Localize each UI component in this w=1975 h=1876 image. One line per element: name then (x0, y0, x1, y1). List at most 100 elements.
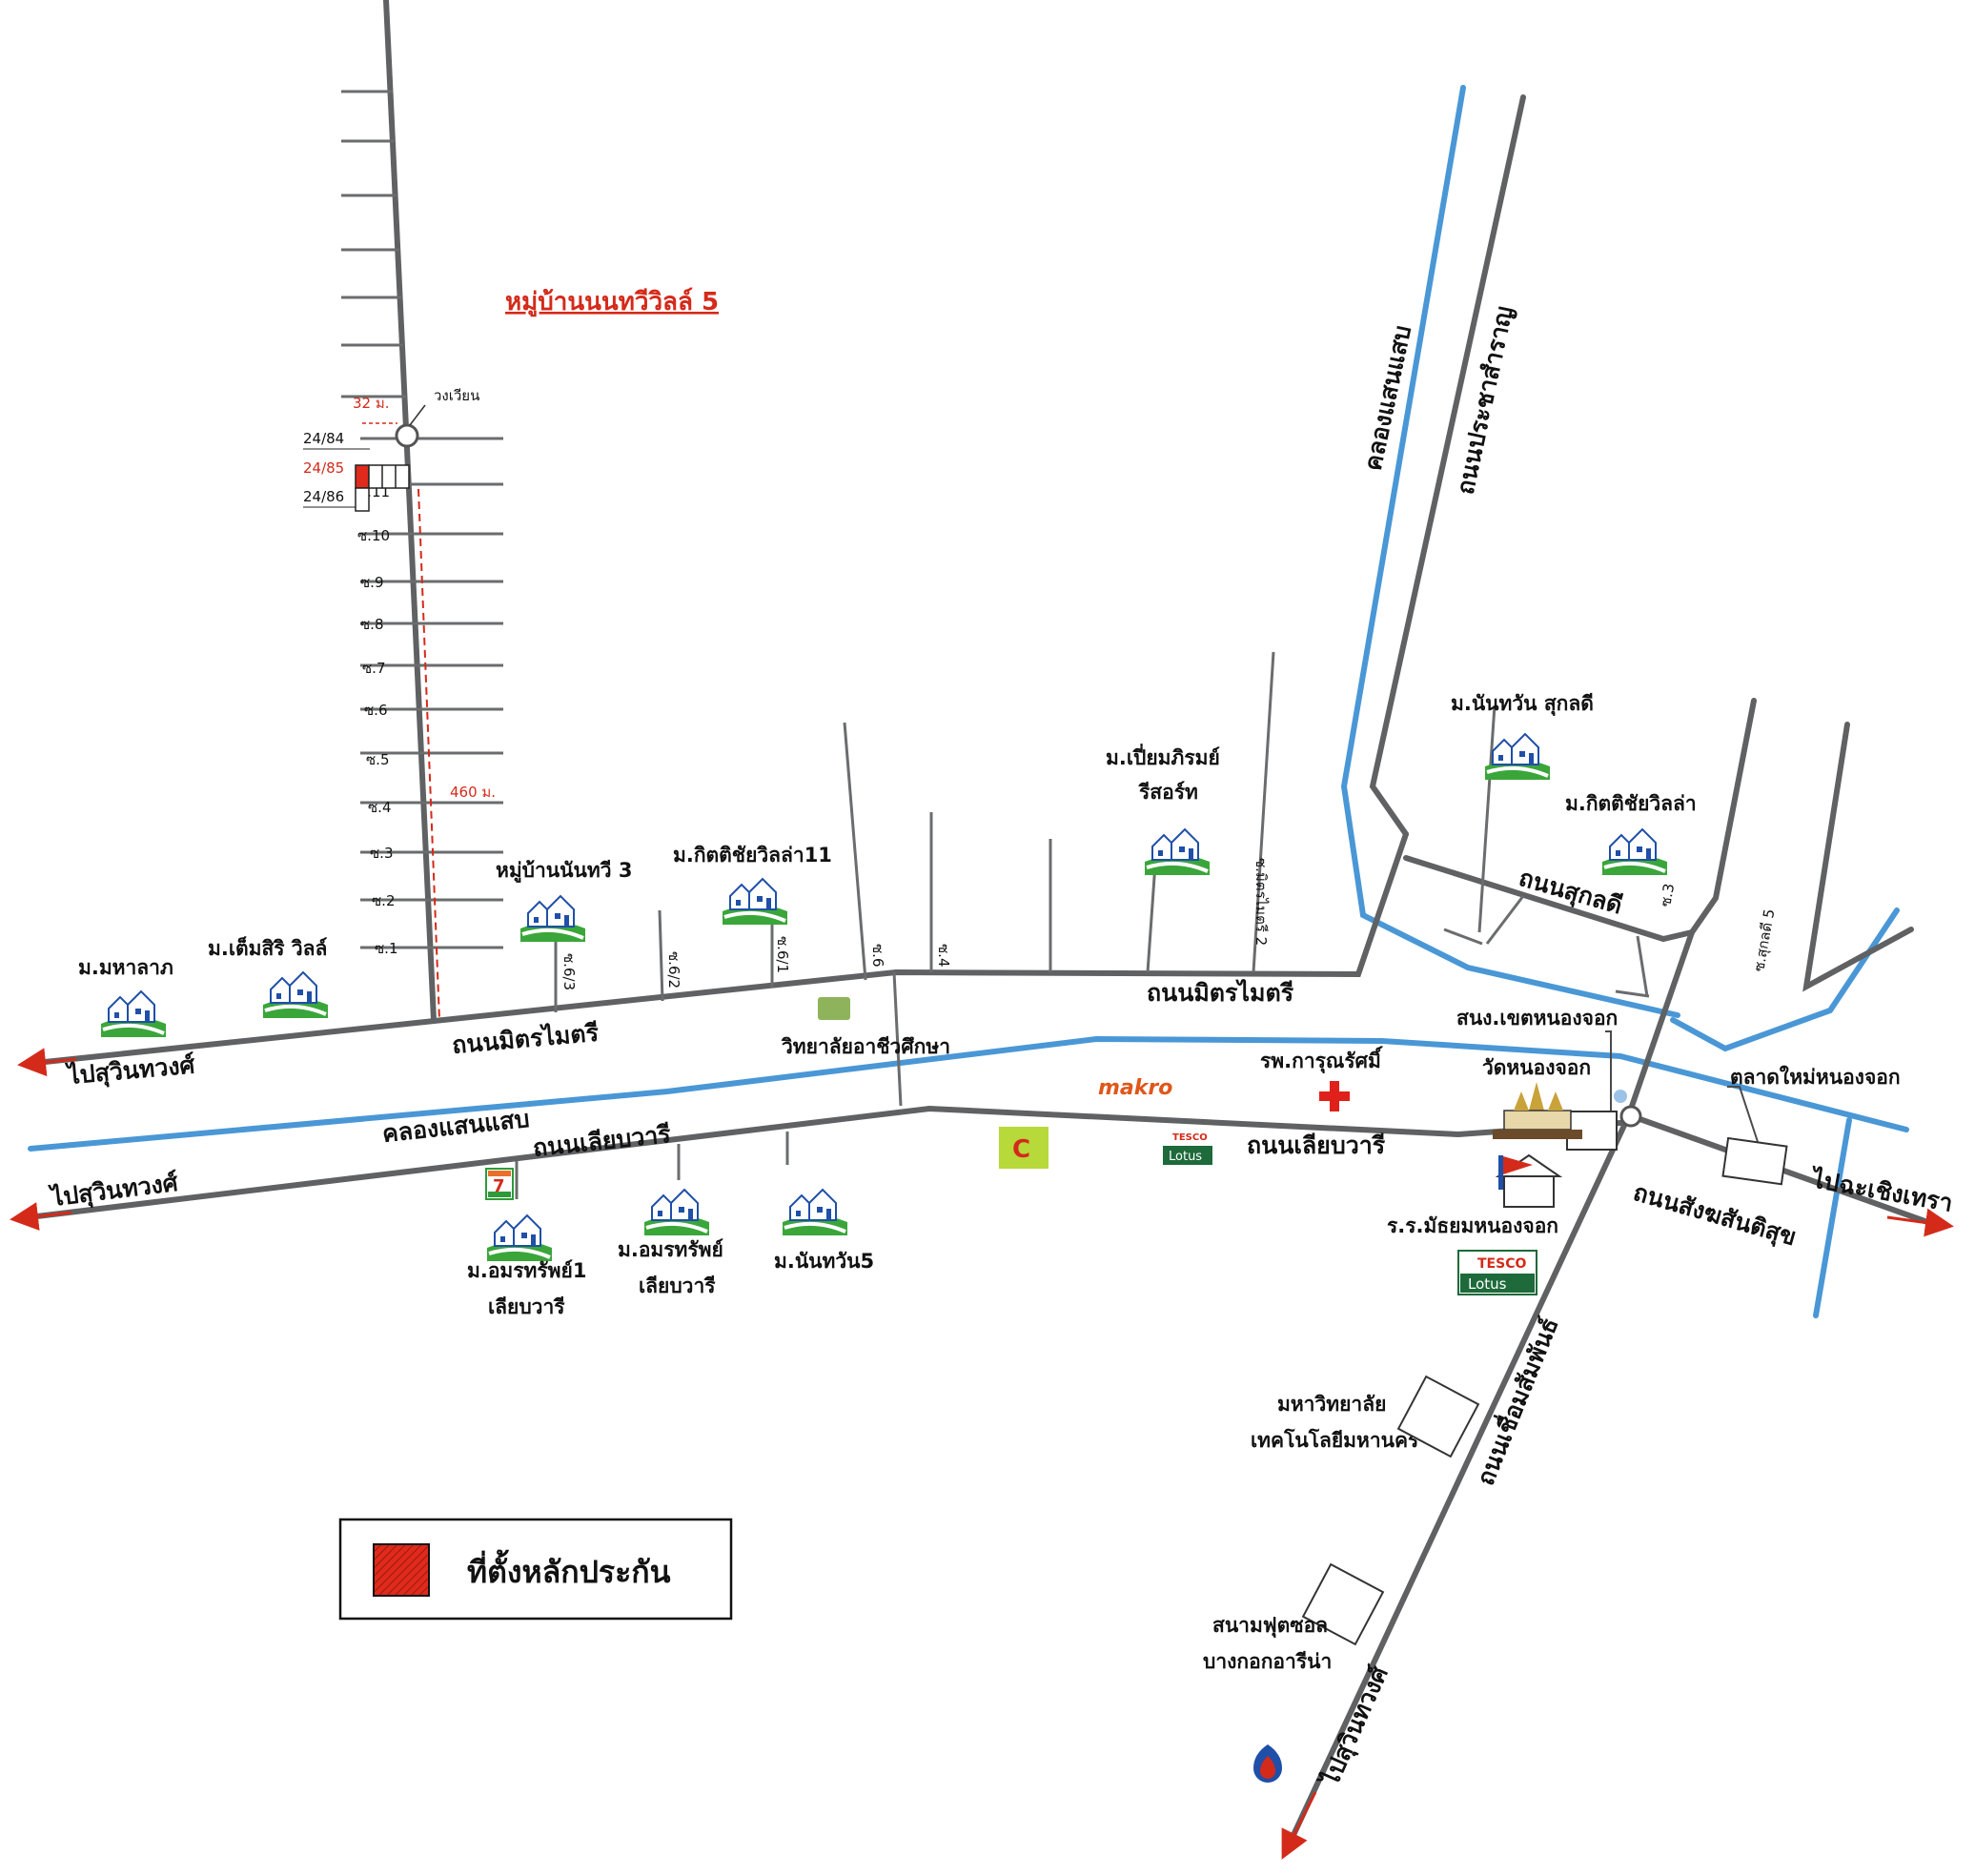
soi-label: ซ.6/1 (774, 936, 791, 973)
university-label: มหาวิทยาลัย (1277, 1393, 1386, 1416)
district-office-label: สนง.เขตหนองจอก (1456, 1007, 1618, 1030)
hospital-label: รพ.การุณรัศมิ์ (1260, 1046, 1383, 1074)
tesco-lotus-big-icon: TESCO Lotus (1457, 1250, 1537, 1295)
gas-station-icon (1253, 1744, 1282, 1783)
svg-text:TESCO: TESCO (1172, 1132, 1208, 1143)
side-sois (515, 651, 1650, 1199)
soi-label: ซ.3 (1657, 882, 1678, 907)
soi-label: ซ.4 (368, 799, 392, 816)
makro-label: makro (1098, 1076, 1172, 1100)
roundabout-icon (1619, 1105, 1642, 1128)
fountain-icon (1614, 1090, 1627, 1103)
village-icon (781, 1188, 849, 1237)
village-icon (261, 970, 330, 1020)
village-label: หมู่บ้านนันทวี 3 (496, 859, 632, 884)
temple-icon (1493, 1082, 1582, 1139)
stadium-label: สนามฟุตซอล (1212, 1614, 1328, 1639)
village-label: ม.อมรทรัพย์1 (467, 1259, 586, 1282)
university-building (1396, 1375, 1480, 1458)
canal-south-branch (1813, 1117, 1852, 1318)
soi-label: ซ.5 (366, 751, 390, 768)
college-icon (818, 997, 850, 1020)
canal-saensaep-main (28, 1035, 1909, 1152)
road-labels: ถนนมิตรไมตรี ถนนมิตรไมตรี ถนนเลียบวารี ถ… (381, 303, 1800, 1489)
village-label: ม.กิตติชัยวิลล่า (1565, 792, 1697, 815)
village-label: ม.มหาลาภ (78, 956, 173, 979)
direction-label: ไปสุวินทวงศ์ (1314, 1661, 1395, 1793)
big-c-icon: C (999, 1127, 1049, 1169)
school-icon (1495, 1153, 1563, 1208)
house-number: 24/86 (303, 488, 344, 505)
svg-text:7: 7 (493, 1176, 505, 1196)
stadium-building (1301, 1562, 1385, 1646)
soi-label: ซ.มิตรไมตรี 2 (1252, 858, 1270, 946)
school-label: ร.ร.มัธยมหนองจอก (1387, 1214, 1558, 1237)
stadium-label: บางกอกอารีน่า (1203, 1650, 1332, 1673)
college-label: วิทยาลัยอาชีวศึกษา (781, 1035, 950, 1058)
main-roads (18, 0, 1933, 1852)
direction-arrows (10, 1048, 1954, 1860)
village-icon (1600, 827, 1669, 877)
road-mitmaitri (24, 831, 1409, 1067)
road-nonthawee5 (383, 0, 437, 1023)
village-icon (519, 894, 587, 944)
house-number-collateral: 24/85 (303, 459, 344, 477)
tesco-lotus-icon: TESCO Lotus (1163, 1132, 1212, 1165)
legend-swatch (373, 1543, 430, 1597)
road-label: ถนนสังฆสันติสุข (1630, 1178, 1800, 1253)
villages: ม.มหาลาภ ม.เต็มสิริ วิลล์ หมู่บ้านนันทวี… (78, 692, 1697, 1318)
village-label: เลียบวารี (488, 1295, 565, 1318)
village-label: ม.นันทวัน5 (774, 1250, 874, 1273)
road-sakunlee (1403, 855, 1695, 943)
village-label: ม.เปี่ยมภิรมย์ (1106, 743, 1220, 769)
distance-460-line (417, 488, 440, 1021)
road-sakunlee-3 (1689, 698, 1757, 935)
village-label: ม.อมรทรัพย์ (618, 1238, 723, 1261)
village-label: ม.เต็มสิริ วิลล์ (208, 935, 327, 960)
plot-detail: วงเวียน 32 ม. 460 ม. 24/84 24/85 24/86 (303, 387, 496, 1021)
village-label: เลียบวารี (639, 1274, 716, 1297)
svg-text:Lotus: Lotus (1468, 1275, 1507, 1293)
canal-east-branch (1670, 907, 1900, 1052)
soi-label: ซ.8 (360, 616, 384, 633)
page-title: หมู่บ้านนนทวีวิลล์ 5 (505, 287, 719, 317)
road-label: ถนนมิตรไมตรี (1147, 978, 1294, 1007)
distance-32-label: 32 ม. (353, 395, 390, 412)
road-label: ถนนเชื่อมสัมพันธ์ (1469, 1313, 1564, 1489)
road-pracha (1369, 94, 1526, 837)
temple-label: วัดหนองจอก (1482, 1056, 1591, 1079)
road-sakunlee-5 (1802, 722, 1914, 992)
direction-label: ไปฉะเชิงเทรา (1807, 1164, 1955, 1217)
soi-label: ซ.1 (375, 940, 398, 957)
legend-box (338, 1518, 733, 1621)
hospital-icon (1315, 1077, 1354, 1115)
legend-label: ที่ตั้งหลักประกัน (467, 1549, 671, 1590)
canals (28, 85, 1909, 1318)
road-label: ถนนประชาสำราญ (1452, 303, 1518, 497)
village-icon (642, 1188, 711, 1237)
landmarks: วิทยาลัยอาชีวศึกษา makro 7 C TESCO Lotus… (485, 997, 1901, 1783)
soi-label: ซ.2 (372, 892, 396, 909)
market-label: ตลาดใหม่หนองจอก (1730, 1065, 1901, 1089)
village-icon (99, 989, 168, 1039)
svg-text:C: C (1012, 1135, 1030, 1164)
roundabout-label: วงเวียน (434, 387, 479, 404)
soi-label: ซ.6/2 (665, 951, 682, 989)
svg-text:Lotus: Lotus (1169, 1150, 1202, 1164)
seven-eleven-icon: 7 (485, 1168, 514, 1200)
soi-label: ซ.6/3 (560, 953, 578, 990)
distance-460-label: 460 ม. (450, 784, 496, 801)
soi-label: ซ.สุกลดี 5 (1750, 907, 1779, 973)
soi-label: ซ.7 (362, 660, 386, 677)
nonthawee-soi-labels: ซ.11 ซ.10 ซ.9 ซ.8 ซ.7 ซ.6 ซ.5 ซ.4 ซ.3 ซ.… (357, 483, 398, 957)
soi-label: ซ.3 (370, 845, 394, 862)
village-icon (721, 877, 789, 927)
village-icon (1143, 827, 1211, 877)
canal-saensaep-north (1340, 85, 1680, 1018)
legend: ที่ตั้งหลักประกัน (338, 1518, 733, 1621)
soi-label: ซ.6 (364, 702, 388, 719)
village-icon (485, 1213, 554, 1263)
village-label: ม.นันทวัน สุกลดี (1451, 692, 1594, 717)
road-label: ถนนเลียบวารี (532, 1120, 673, 1162)
